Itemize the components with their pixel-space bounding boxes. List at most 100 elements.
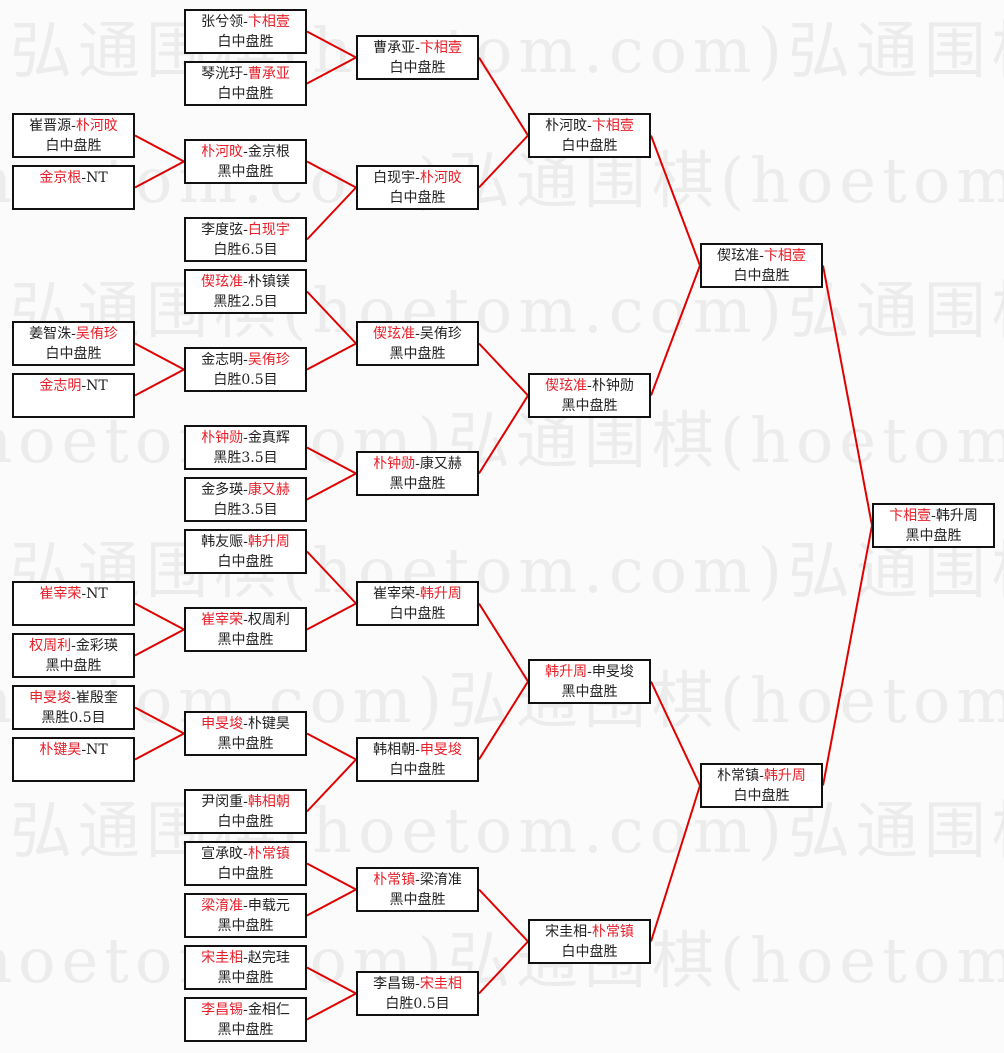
bracket-connector-line [306, 602, 357, 631]
match-result: 黑中盘胜 [389, 892, 446, 908]
separator: - [243, 14, 248, 30]
match-box: 崔宰荣-韩升周白中盘胜 [356, 581, 479, 626]
player-2: NT [86, 742, 108, 758]
bracket-connector-line [306, 758, 357, 813]
match-players: 琴洸玗-曹承亚 [186, 64, 305, 84]
match-box: 尹闵重-韩相朝白中盘胜 [184, 789, 307, 834]
separator: - [243, 352, 248, 368]
player-2: 曹承亚 [247, 66, 290, 82]
separator: - [243, 950, 248, 966]
match-result: 黑中盘胜 [389, 346, 446, 362]
player-1: 姜智洙 [29, 326, 72, 342]
player-1: 金京根 [39, 170, 82, 186]
separator: - [759, 768, 764, 784]
player-1: 白现宇 [373, 170, 416, 186]
bracket-connector-line [306, 56, 357, 85]
bracket-connector-line [306, 472, 357, 501]
match-box: 金志明-吴侑珍白胜0.5目 [184, 347, 307, 392]
match-players: 宋圭相-赵完珪 [186, 948, 305, 968]
match-box: 张兮领-卞相壹白中盘胜 [184, 9, 307, 54]
separator: - [81, 742, 87, 758]
player-1: 梁淯准 [201, 898, 244, 914]
match-players: 偰玹准-吴侑珍 [358, 324, 477, 344]
player-2: 韩升周 [247, 534, 290, 550]
player-2: NT [86, 586, 108, 602]
bracket-connector-line [306, 862, 357, 891]
separator: - [243, 794, 248, 810]
match-box: 卞相壹-韩升周黑中盘胜 [872, 503, 995, 548]
player-1: 偰玹准 [717, 248, 760, 264]
player-1: 崔宰荣 [373, 586, 416, 602]
bracket-connector-line [650, 135, 701, 266]
separator: - [587, 924, 592, 940]
match-result: 白中盘胜 [389, 60, 446, 76]
player-2: 韩升周 [935, 508, 978, 524]
player-1: 金志明 [39, 378, 82, 394]
player-2: 申旻埈 [591, 664, 634, 680]
separator: - [71, 638, 76, 654]
separator: - [243, 716, 248, 732]
match-result: 白中盘胜 [217, 866, 274, 882]
separator: - [415, 976, 420, 992]
match-players: 偰玹准-朴钟勋 [530, 376, 649, 396]
bracket-connector-line [306, 992, 357, 1021]
player-2: 韩升周 [763, 768, 806, 784]
player-1: 尹闵重 [201, 794, 244, 810]
match-box: 偰玹准-朴钟勋黑中盘胜 [528, 373, 651, 418]
match-box: 李昌锡-宋圭相白胜0.5目 [356, 971, 479, 1016]
bracket-connector-line [306, 966, 357, 995]
match-players: 朴常镇-梁淯准 [358, 870, 477, 890]
bracket-connector-line [650, 785, 701, 942]
match-players: 李度弦-白现宇 [186, 220, 305, 240]
separator: - [587, 118, 592, 134]
bracket-connector-line [478, 602, 529, 683]
match-box: 申旻埈-朴键昊黑中盘胜 [184, 711, 307, 756]
match-result: 白中盘胜 [389, 762, 446, 778]
player-1: 朴钟勋 [201, 430, 244, 446]
match-box: 偰玹准-卞相壹白中盘胜 [700, 243, 823, 288]
match-box: 宋圭相-朴常镇白中盘胜 [528, 919, 651, 964]
match-players: 偰玹准-朴镇镁 [186, 272, 305, 292]
match-result: 白中盘胜 [561, 138, 618, 154]
separator: - [243, 534, 248, 550]
player-1: 李昌锡 [201, 1002, 244, 1018]
match-result: 白中盘胜 [45, 138, 102, 154]
bracket-connector-line [478, 888, 529, 943]
match-players: 朴常镇-韩升周 [702, 766, 821, 786]
match-box: 崔晋源-朴河旼白中盘胜 [12, 113, 135, 158]
match-players: 李昌锡-宋圭相 [358, 974, 477, 994]
match-players: 金志明-吴侑珍 [186, 350, 305, 370]
player-2: 朴键昊 [247, 716, 290, 732]
match-result: 黑中盘胜 [389, 476, 446, 492]
bracket-connector-line [478, 394, 529, 475]
separator: - [243, 846, 248, 862]
player-1: 朴钟勋 [373, 456, 416, 472]
bracket-connector-line [306, 30, 357, 59]
match-result: 黑中盘胜 [217, 1022, 274, 1038]
separator: - [415, 326, 420, 342]
match-result: 黑胜0.5目 [41, 710, 106, 726]
player-1: 偰玹准 [201, 274, 244, 290]
separator: - [81, 586, 87, 602]
bracket-connector-line [134, 342, 185, 371]
player-1: 偰玹准 [373, 326, 416, 342]
match-box: 梁淯准-申载元黑中盘胜 [184, 893, 307, 938]
match-players: 朴键昊-NT [14, 740, 133, 760]
match-box: 李度弦-白现宇白胜6.5目 [184, 217, 307, 262]
player-2: 朴镇镁 [247, 274, 290, 290]
match-box: 偰玹准-吴侑珍黑中盘胜 [356, 321, 479, 366]
match-result: 黑中盘胜 [905, 528, 962, 544]
match-box: 韩升周-申旻埈黑中盘胜 [528, 659, 651, 704]
player-2: 权周利 [247, 612, 290, 628]
match-box: 韩相朝-申旻埈白中盘胜 [356, 737, 479, 782]
match-box: 崔宰荣-权周利黑中盘胜 [184, 607, 307, 652]
separator: - [415, 170, 420, 186]
match-result: 黑中盘胜 [561, 684, 618, 700]
match-players: 卞相壹-韩升周 [874, 506, 993, 526]
match-players: 姜智洙-吴侑珍 [14, 324, 133, 344]
match-box: 姜智洙-吴侑珍白中盘胜 [12, 321, 135, 366]
bracket-connector-line [306, 160, 357, 189]
match-players: 韩友赈-韩升周 [186, 532, 305, 552]
separator: - [81, 170, 87, 186]
